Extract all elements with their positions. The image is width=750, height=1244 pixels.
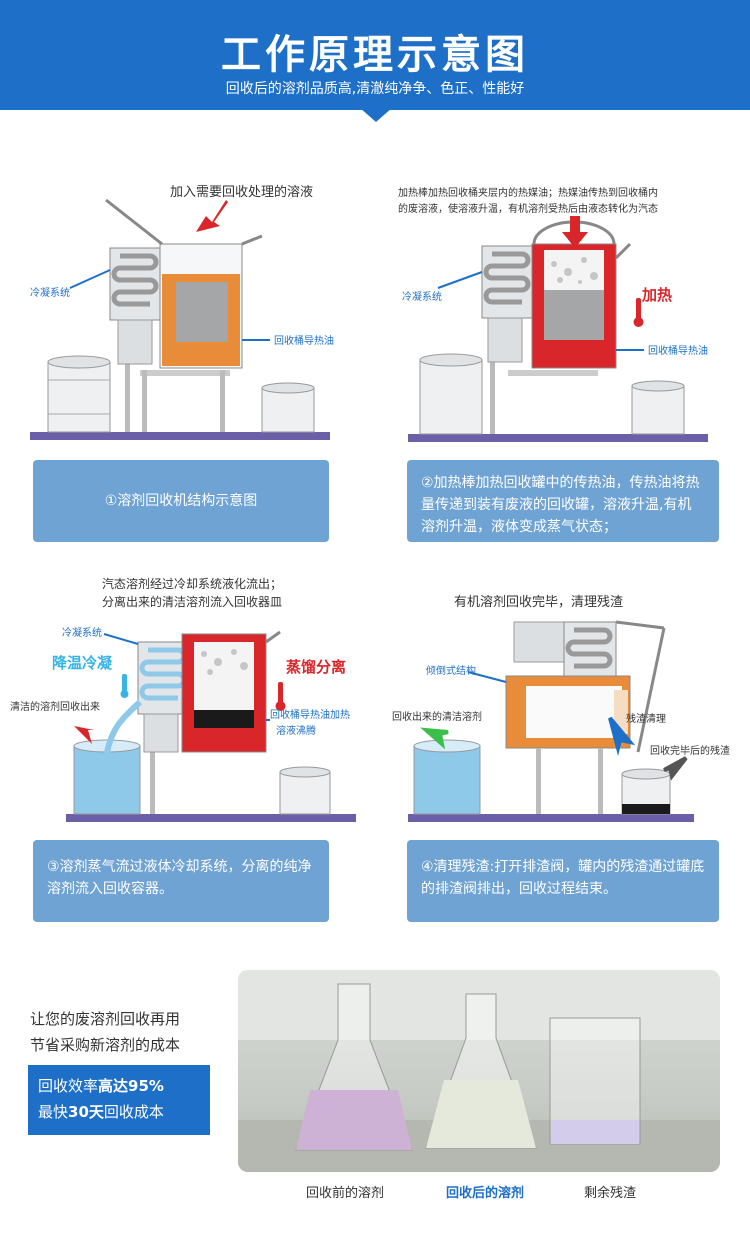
- promo-box-line2: 最快30天回收成本: [38, 1099, 200, 1125]
- caption-1: ①溶剂回收机结构示意图: [33, 460, 329, 542]
- condenser: [481, 245, 535, 319]
- solution: [176, 282, 228, 342]
- condenser: [137, 641, 191, 715]
- barrel-left: [419, 353, 483, 435]
- heat-arrow: [562, 216, 588, 248]
- clean-barrel: [413, 739, 481, 815]
- panel-heating: 加热棒加热回收桶夹层内的热媒油；热媒油传热到回收桶内 的废溶液，使溶液升温，有机…: [398, 180, 728, 450]
- efficiency-label: 回收效率: [38, 1077, 99, 1095]
- page-title: 工作原理示意图: [221, 32, 529, 78]
- panel3-out-label: 清洁的溶剂回收出来: [10, 700, 100, 713]
- panel3-top-line2: 分离出来的清洁溶剂流入回收器皿: [102, 594, 282, 609]
- residue-layer: [194, 710, 254, 728]
- panel4-top-label: 有机溶剂回收完毕，清理残渣: [454, 595, 623, 610]
- out-arrow: [74, 726, 94, 744]
- promo-box-line1: 回收效率高达95%: [38, 1073, 200, 1099]
- page-header: [0, 0, 750, 110]
- caption-2: ②加热棒加热回收罐中的传热油，传热油将热量传递到装有废液的回收罐，溶液升温,有机…: [407, 460, 719, 542]
- clean-flow: [101, 699, 143, 773]
- photo-label-after: 回收后的溶剂: [446, 1186, 525, 1201]
- panel2-heat-label: 加热: [641, 286, 672, 304]
- clean-arrow: [420, 727, 449, 750]
- panel3-cool-label: 降温冷凝: [52, 654, 113, 672]
- photo-label-residue: 剩余残渣: [584, 1186, 637, 1201]
- panel4-residue-label: 残渣清理: [626, 712, 666, 725]
- promo-line2: 节省采购新溶剂的成本: [30, 1036, 181, 1054]
- barrel-left: [47, 355, 111, 433]
- panel4-tilt-label: 倾倒式结构: [426, 664, 476, 677]
- flask-after: [425, 993, 537, 1149]
- panel3-cond-label: 冷凝系统: [62, 626, 102, 639]
- page-subtitle: 回收后的溶剂品质高,清澈纯净争、色正、性能好: [225, 81, 525, 97]
- promo-highlight-box: 回收效率高达95% 最快30天回收成本: [28, 1065, 210, 1135]
- panel3-distill-label: 蒸馏分离: [286, 658, 346, 676]
- barrel-right: [261, 382, 315, 433]
- done-arrow: [663, 756, 688, 781]
- promo-line1: 让您的废溶剂回收再用: [30, 1010, 181, 1028]
- comparison-photo: [238, 970, 720, 1172]
- flask-before: [295, 983, 413, 1151]
- fastest-label: 最快: [38, 1103, 69, 1121]
- panel-condensing: 汽态溶剂经过冷却系统液化流出； 分离出来的清洁溶剂流入回收器皿 冷凝系统 降温冷…: [8, 572, 368, 828]
- panel3-right-line1: 回收桶导热油加热: [270, 708, 350, 721]
- vapor-bubbles: [551, 257, 598, 284]
- panel3-top-line1: 汽态溶剂经过冷却系统液化流出；: [102, 576, 282, 591]
- days-value: 30天: [68, 1103, 104, 1121]
- condenser: [563, 621, 617, 683]
- panel2-top-line1: 加热棒加热回收桶夹层内的热媒油；热媒油传热到回收桶内: [398, 186, 658, 199]
- panel2-right-label: 回收桶导热油: [648, 344, 708, 357]
- residue-barrel: [621, 768, 671, 815]
- caption-4: ④清理残渣:打开排渣阀，罐内的残渣通过罐底的排渣阀排出，回收过程结束。: [407, 840, 719, 922]
- residue-arrow: [608, 716, 636, 756]
- panel1-right-label: 回收桶导热油: [274, 334, 334, 347]
- efficiency-value: 高达95%: [98, 1077, 164, 1095]
- input-arrow: [196, 200, 228, 232]
- frame: [140, 370, 230, 376]
- condenser: [109, 247, 163, 321]
- thermometer-icon: [633, 298, 644, 327]
- thermometer-icon: [275, 682, 286, 711]
- photo-label-before: 回收前的溶剂: [306, 1186, 385, 1201]
- panel4-clean-label: 回收出来的清洁溶剂: [392, 710, 482, 723]
- panel3-right-line2: 溶液沸腾: [276, 724, 316, 737]
- control-box: [117, 319, 153, 365]
- panel2-left-label: 冷凝系统: [402, 290, 442, 303]
- barrel-right: [631, 380, 685, 435]
- panel1-top-label: 加入需要回收处理的溶液: [170, 184, 313, 200]
- panel2-top-line2: 的废溶液，使溶液升温，有机溶剂受热后由液态转化为汽态: [398, 202, 658, 215]
- floor-bar: [30, 432, 330, 440]
- header-notch: [360, 108, 392, 122]
- control-box: [513, 621, 565, 663]
- panel4-done-label: 回收完毕后的残渣: [650, 744, 730, 757]
- lid: [105, 198, 163, 246]
- barrel-right: [279, 766, 331, 815]
- panel-structure: 加入需要回收处理的溶液 冷凝系统 回收桶导热油: [30, 170, 350, 450]
- panel-cleaning: 有机溶剂回收完毕，清理残渣 倾倒式结构 回收出来的清洁溶剂 残渣清理 回收完毕后…: [388, 582, 738, 828]
- cost-label: 回收成本: [103, 1103, 164, 1121]
- solution: [544, 290, 604, 340]
- cold-thermometer-icon: [120, 674, 129, 698]
- panel1-left-label: 冷凝系统: [30, 286, 70, 299]
- beaker-residue: [549, 1017, 641, 1145]
- caption-3: ③溶剂蒸气流过液体冷却系统，分离的纯净溶剂流入回收容器。: [33, 840, 329, 922]
